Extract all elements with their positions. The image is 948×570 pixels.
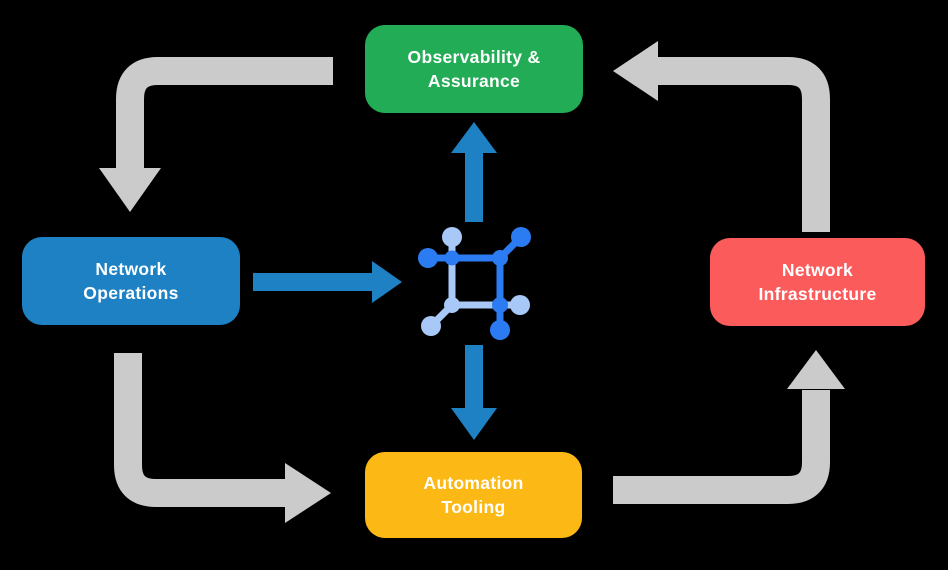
node-observability-assurance: Observability & Assurance <box>365 25 583 113</box>
icon-joint-circle <box>492 297 508 313</box>
cycle-arrowhead-down-icon <box>99 168 161 212</box>
flow-arrow-operations-to-center <box>253 261 402 303</box>
flow-arrow-center-to-observability <box>451 122 497 222</box>
icon-light-nodes <box>421 227 530 336</box>
cycle-arrow-shaft <box>613 390 830 504</box>
cycle-arrowhead-up-icon <box>787 350 845 389</box>
icon-node-circle <box>442 227 462 247</box>
flow-arrowhead-up-icon <box>451 122 497 153</box>
icon-node-circle <box>510 295 530 315</box>
cycle-arrow-infrastructure-to-observability <box>613 41 830 232</box>
node-label: Automation Tooling <box>423 472 524 518</box>
node-label: Network Operations <box>83 258 179 304</box>
node-label: Observability & Assurance <box>407 46 541 92</box>
cycle-arrowhead-right-icon <box>285 463 331 523</box>
cycle-arrow-operations-to-automation <box>114 353 331 523</box>
node-network-infrastructure: Network Infrastructure <box>710 238 925 326</box>
cycle-arrow-shaft <box>116 57 333 170</box>
cycle-arrow-automation-to-infrastructure <box>613 350 845 504</box>
flow-arrowhead-right-icon <box>372 261 402 303</box>
cycle-arrow-shaft <box>114 353 287 507</box>
network-automation-icon <box>418 227 531 340</box>
flow-arrowhead-down-icon <box>451 408 497 440</box>
icon-dark-nodes <box>418 227 531 340</box>
icon-joint-circle <box>444 297 460 313</box>
cycle-arrow-shaft <box>655 57 830 232</box>
icon-node-circle <box>418 248 438 268</box>
icon-joint-circle <box>492 250 508 266</box>
icon-node-circle <box>490 320 510 340</box>
flow-arrow-center-to-automation <box>451 345 497 440</box>
node-label: Network Infrastructure <box>758 259 877 305</box>
cycle-arrowhead-left-icon <box>613 41 658 101</box>
cycle-arrow-observability-to-operations <box>99 57 333 212</box>
icon-node-circle <box>511 227 531 247</box>
icon-joint-circle <box>444 250 460 266</box>
node-network-operations: Network Operations <box>22 237 240 325</box>
icon-node-circle <box>421 316 441 336</box>
node-automation-tooling: Automation Tooling <box>365 452 582 538</box>
